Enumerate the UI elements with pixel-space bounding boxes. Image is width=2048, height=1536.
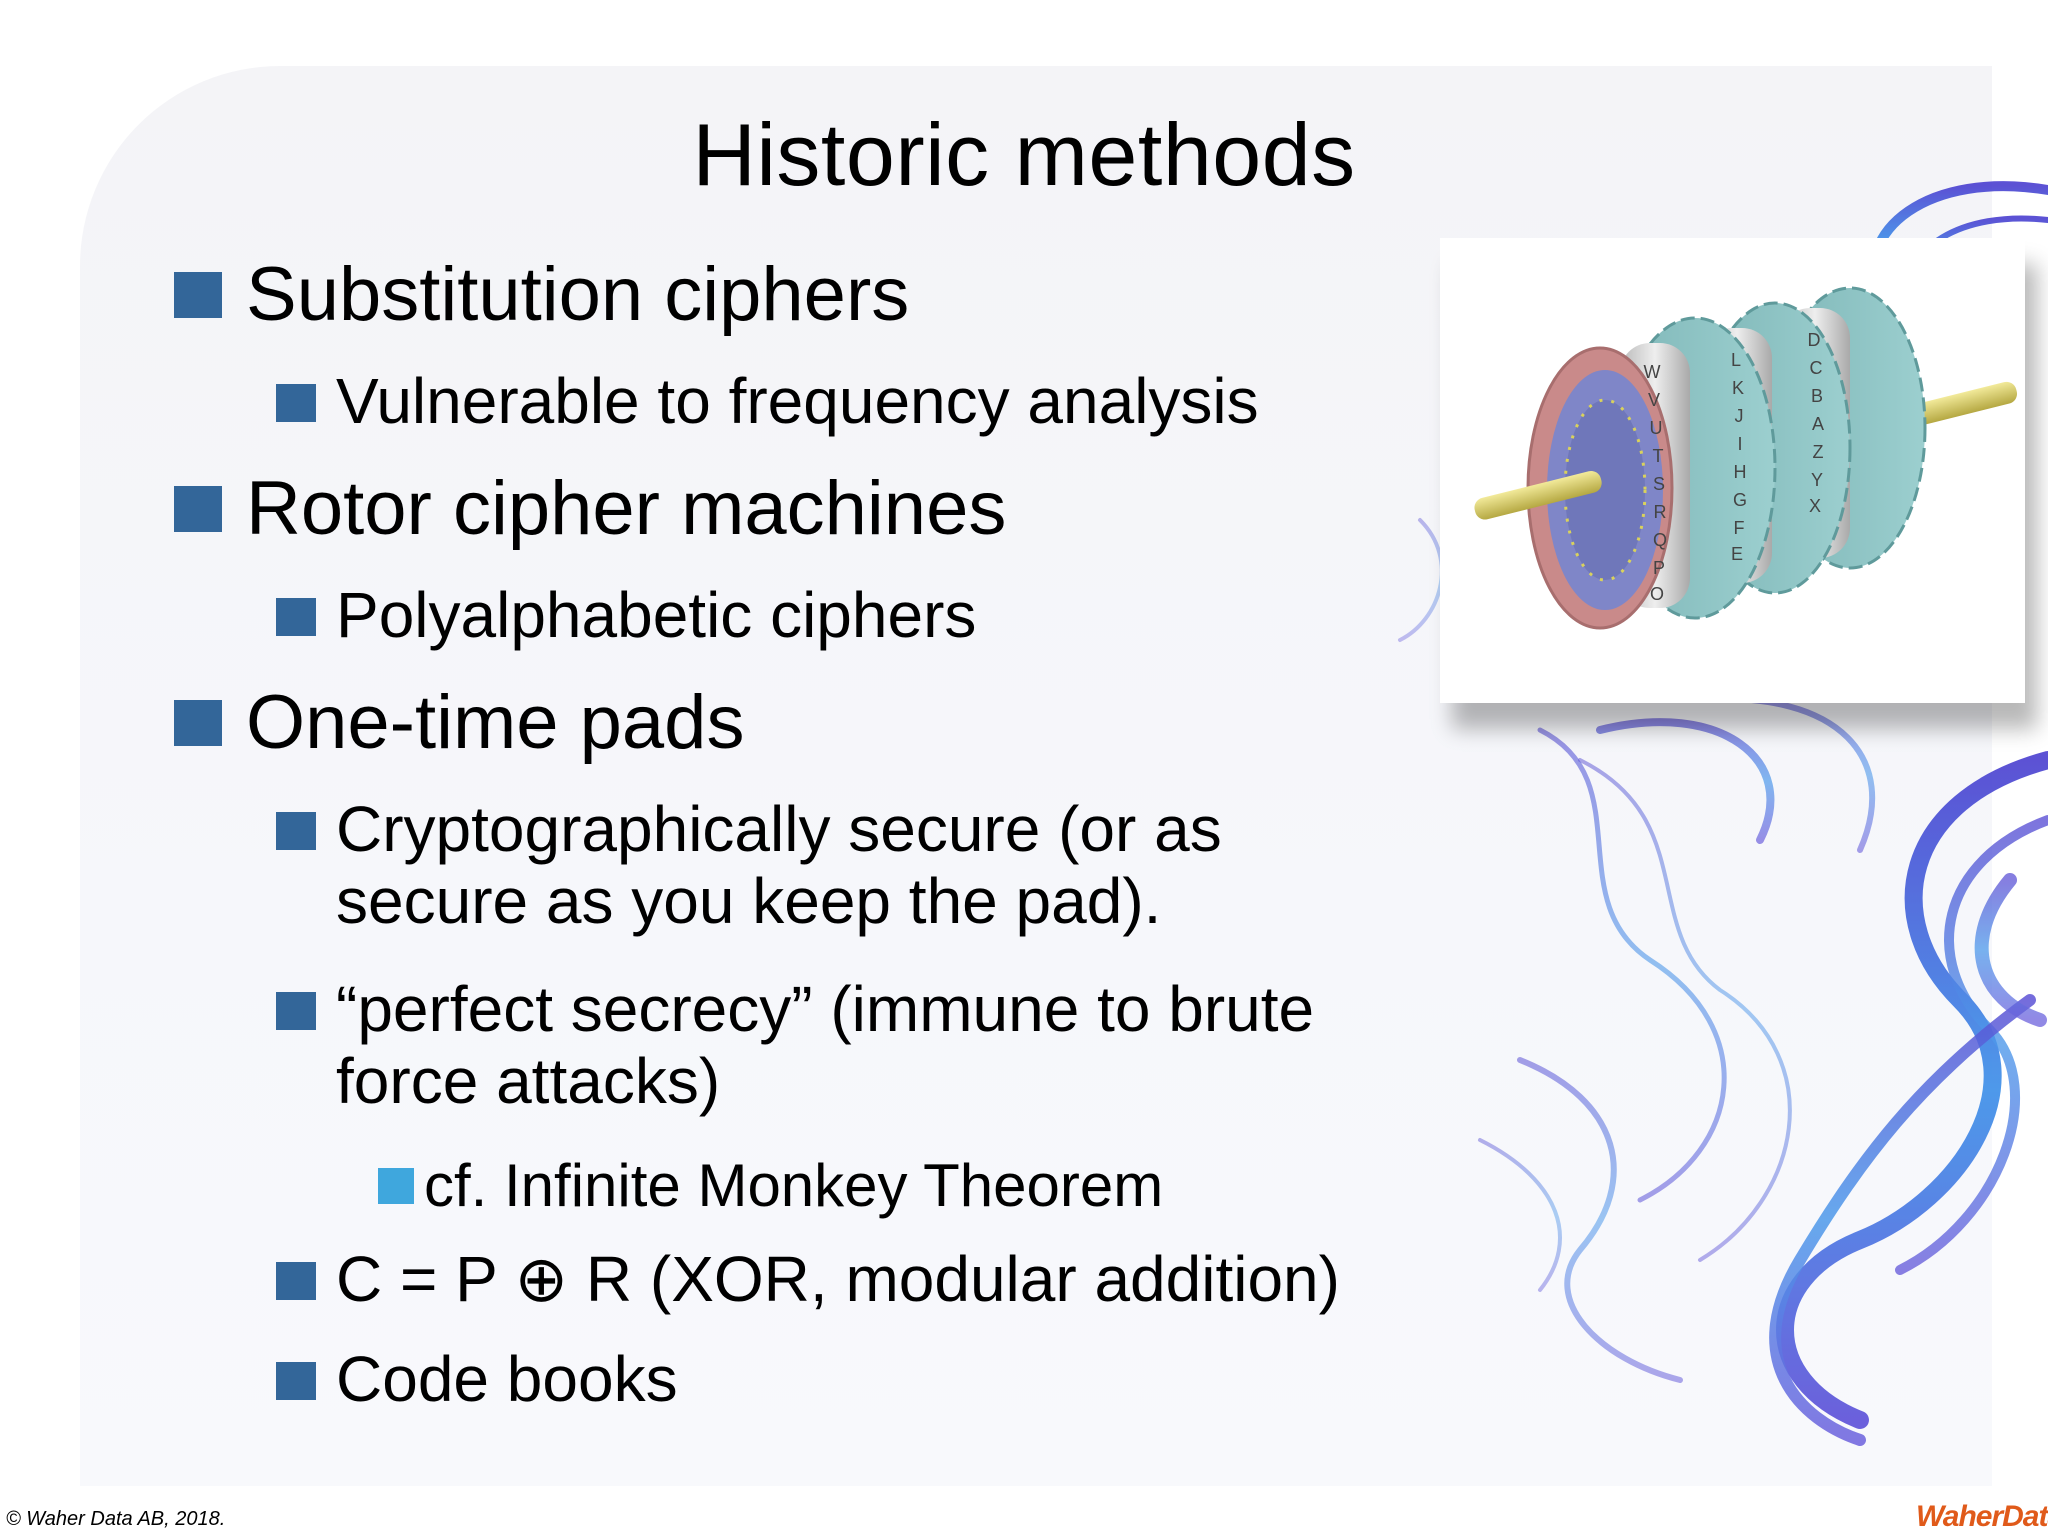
svg-text:I: I	[1737, 434, 1742, 454]
bullet-square-icon	[276, 812, 316, 850]
svg-text:V: V	[1648, 390, 1660, 410]
svg-text:W: W	[1644, 362, 1661, 382]
svg-text:G: G	[1733, 490, 1747, 510]
bullet-square-icon	[174, 486, 222, 532]
bullet-square-icon	[276, 598, 316, 636]
sub-bullet-frequency-analysis: Vulnerable to frequency analysis	[276, 365, 1259, 438]
sub-bullet-cryptographically-secure: Cryptographically secure (or as secure a…	[276, 793, 1222, 937]
bullet-text: C = P ⊕ R (XOR, modular addition)	[336, 1243, 1340, 1315]
bullet-rotor-cipher-machines: Rotor cipher machines	[174, 466, 1007, 551]
sub-sub-bullet-infinite-monkey: cf. Infinite Monkey Theorem	[378, 1152, 1164, 1219]
svg-text:Q: Q	[1653, 530, 1667, 550]
bullet-one-time-pads: One-time pads	[174, 680, 745, 765]
copyright-notice: © Waher Data AB, 2018.	[6, 1508, 226, 1530]
bullet-substitution-ciphers: Substitution ciphers	[174, 252, 910, 337]
bullet-square-icon	[276, 1362, 316, 1400]
svg-text:Y: Y	[1811, 470, 1823, 490]
svg-text:E: E	[1731, 544, 1743, 564]
svg-text:R: R	[1654, 502, 1667, 522]
svg-text:K: K	[1732, 378, 1744, 398]
bullet-square-icon	[174, 272, 222, 318]
bullet-text: cf. Infinite Monkey Theorem	[424, 1152, 1164, 1219]
svg-text:P: P	[1653, 558, 1665, 578]
svg-text:Z: Z	[1813, 442, 1824, 462]
bullet-text: Vulnerable to frequency analysis	[336, 365, 1259, 437]
bullet-text-line-1: “perfect secrecy” (immune to brute	[336, 973, 1315, 1045]
svg-text:J: J	[1735, 406, 1744, 426]
svg-text:X: X	[1809, 496, 1821, 516]
bullet-square-icon	[378, 1168, 414, 1204]
bullet-text-line-1: Cryptographically secure (or as	[336, 793, 1222, 865]
bullet-text: One-time pads	[246, 680, 745, 765]
sub-bullet-code-books: Code books	[276, 1343, 678, 1416]
bullet-text: Substitution ciphers	[246, 252, 910, 337]
bullet-square-icon	[174, 700, 222, 746]
svg-text:H: H	[1734, 462, 1747, 482]
sub-bullet-xor-formula: C = P ⊕ R (XOR, modular addition)	[276, 1243, 1340, 1316]
svg-text:C: C	[1810, 358, 1823, 378]
svg-text:S: S	[1653, 474, 1665, 494]
svg-text:T: T	[1653, 446, 1664, 466]
svg-text:B: B	[1811, 386, 1823, 406]
bullet-text-line-2: secure as you keep the pad).	[336, 864, 1162, 937]
svg-text:U: U	[1650, 418, 1663, 438]
svg-text:O: O	[1650, 584, 1664, 604]
bullet-text: Polyalphabetic ciphers	[336, 579, 977, 651]
svg-text:L: L	[1731, 350, 1741, 370]
bullet-text-line-2: force attacks)	[336, 1044, 721, 1117]
svg-text:D: D	[1808, 330, 1821, 350]
bullet-square-icon	[276, 992, 316, 1030]
sub-bullet-perfect-secrecy: “perfect secrecy” (immune to brute force…	[276, 973, 1315, 1117]
sub-bullet-polyalphabetic: Polyalphabetic ciphers	[276, 579, 977, 652]
bullet-square-icon	[276, 1262, 316, 1300]
svg-text:F: F	[1734, 518, 1745, 538]
slide-title: Historic methods	[692, 105, 1356, 204]
rotor-illustration: WVU TSR QPO LKJ IHG FE DCB AZY X	[1474, 286, 2018, 630]
bullet-text: Code books	[336, 1343, 678, 1415]
svg-text:A: A	[1812, 414, 1824, 434]
bullet-text: Rotor cipher machines	[246, 466, 1007, 551]
bullet-square-icon	[276, 384, 316, 422]
